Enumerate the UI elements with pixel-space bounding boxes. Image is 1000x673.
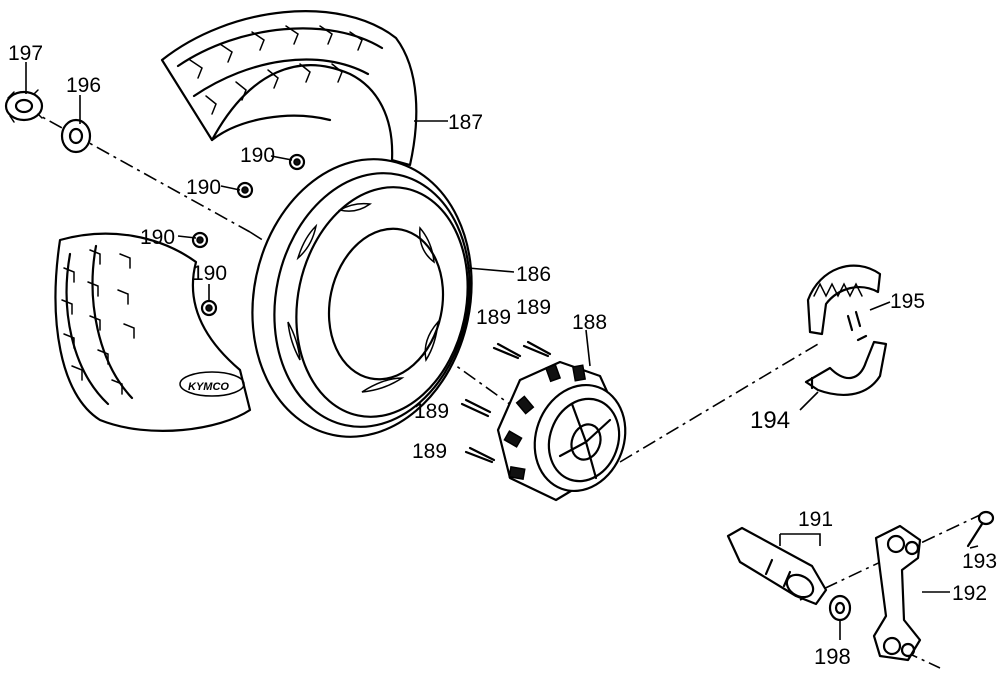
label-190-b: 190 <box>186 176 221 199</box>
wheel-rim <box>251 158 473 438</box>
label-188: 188 <box>572 311 607 334</box>
tire-upper-half <box>160 10 418 167</box>
label-189-d: 189 <box>412 440 447 463</box>
bolt-193 <box>966 510 995 548</box>
rim-nuts <box>191 153 306 317</box>
label-190-a: 190 <box>240 144 275 167</box>
label-196: 196 <box>66 74 101 97</box>
label-193: 193 <box>962 550 997 573</box>
label-190-d: 190 <box>192 262 227 285</box>
label-191: 191 <box>798 508 833 531</box>
brake-shoe-195 <box>806 264 882 336</box>
label-189-b: 189 <box>516 296 551 319</box>
leader-lines <box>25 62 979 640</box>
label-194: 194 <box>750 407 790 434</box>
label-195: 195 <box>890 290 925 313</box>
washer-198 <box>828 594 852 622</box>
brake-shoe-194 <box>804 334 888 396</box>
brake-camshaft-191 <box>726 526 828 606</box>
label-198: 198 <box>814 644 851 669</box>
hub-studs <box>460 340 552 464</box>
washer-196 <box>60 118 92 154</box>
label-189-a: 189 <box>476 306 511 329</box>
brake-arm-192 <box>872 524 922 662</box>
wheel-hub <box>496 360 627 502</box>
label-189-c: 189 <box>414 400 449 423</box>
axle-nut-197 <box>4 89 44 123</box>
label-187: 187 <box>448 111 483 134</box>
tire-lower-half: KYMCO <box>54 232 252 433</box>
tire-brand-text: KYMCO <box>188 381 229 393</box>
label-192: 192 <box>952 582 987 605</box>
label-186: 186 <box>516 263 551 286</box>
label-197: 197 <box>8 42 43 65</box>
part-number-labels: 197 196 187 186 188 189 189 189 189 190 … <box>8 42 997 669</box>
label-190-c: 190 <box>140 226 175 249</box>
